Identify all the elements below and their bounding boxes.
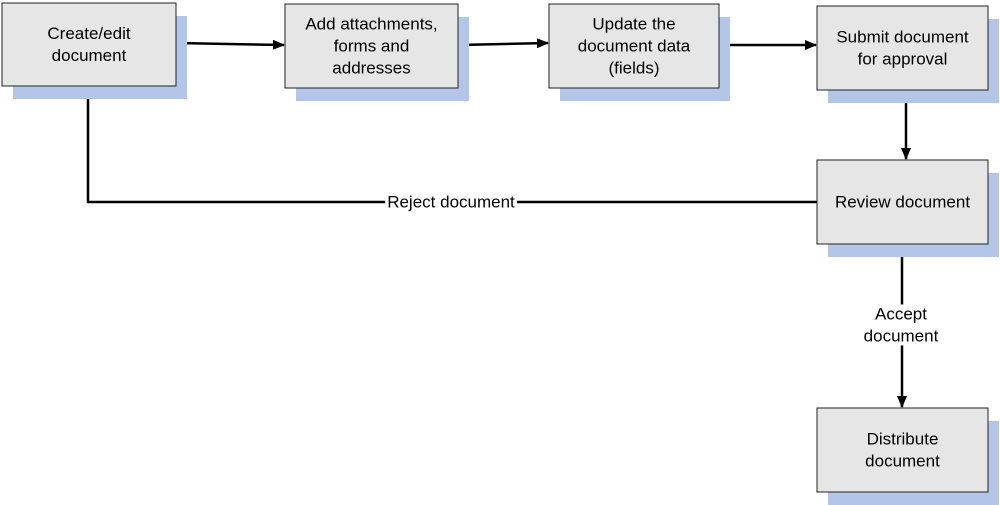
node-submit: Submit document for approval <box>816 5 999 103</box>
node-label: Submit document <box>836 28 969 47</box>
node-box <box>284 3 459 89</box>
node-box <box>1 2 177 87</box>
node-distribute: Distribute document <box>816 407 999 505</box>
edges-layer <box>83 38 911 408</box>
node-review: Review document <box>816 159 999 257</box>
node-label: Distribute <box>867 430 939 449</box>
node-label: (fields) <box>608 59 659 78</box>
node-box <box>816 5 989 91</box>
edge-label-review-to-create: Reject document <box>385 192 518 212</box>
edge-label-review-to-distribute: Accept document <box>861 304 941 346</box>
node-label: document <box>865 452 940 471</box>
edge-label-text: Reject document <box>387 193 515 212</box>
node-label: Review document <box>835 193 970 212</box>
node-label: document data <box>578 37 691 56</box>
edge-review-to-create <box>83 86 817 204</box>
edge-attachments-to-update <box>457 38 549 49</box>
edge-label-text: document <box>864 327 939 346</box>
edge-label-background <box>861 304 941 346</box>
node-label: document <box>52 46 127 65</box>
edge-create-to-attachments <box>175 39 285 50</box>
node-update: Update the document data (fields) <box>548 3 730 101</box>
node-attachments: Add attachments, forms and addresses <box>284 3 469 101</box>
node-box <box>816 159 989 245</box>
node-box <box>816 407 989 493</box>
node-label: addresses <box>332 59 410 78</box>
node-create: Create/edit document <box>1 2 187 99</box>
node-label: for approval <box>858 50 948 69</box>
edge-label-background <box>385 192 518 212</box>
node-label: forms and <box>334 37 410 56</box>
node-box <box>548 3 720 89</box>
node-label: Create/edit <box>47 24 130 43</box>
node-label: Update the <box>592 15 675 34</box>
node-label: Add attachments, <box>305 15 437 34</box>
edge-label-text: Accept <box>875 305 927 324</box>
